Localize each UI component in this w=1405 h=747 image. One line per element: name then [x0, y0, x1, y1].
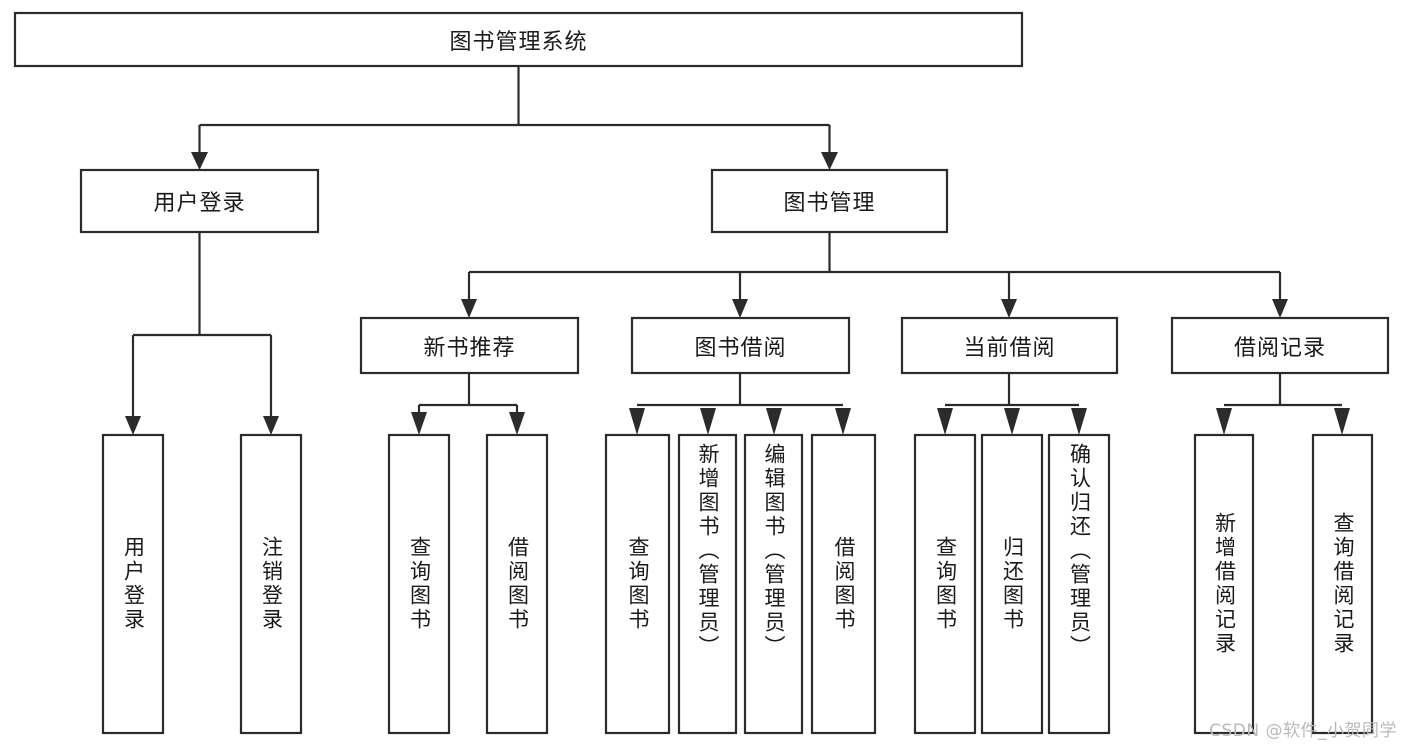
arrowhead-leaf-edit-book	[766, 408, 782, 435]
connector-group-user-login	[125, 232, 279, 435]
node-box-root[interactable]	[13, 11, 1024, 68]
connector-group-new-book-recommend	[411, 373, 525, 435]
node-box-book-management[interactable]	[710, 168, 949, 234]
arrowhead-new-book-recommend	[461, 299, 477, 318]
connector-group-book-management	[461, 232, 1288, 318]
node-box-leaf-borrow-book-rec[interactable]	[485, 433, 549, 735]
node-box-book-borrow[interactable]	[630, 316, 851, 375]
node-box-new-book-recommend[interactable]	[359, 316, 580, 375]
arrowhead-leaf-add-book	[700, 408, 716, 435]
node-box-leaf-add-book[interactable]	[677, 433, 738, 735]
arrowhead-leaf-query-book-current	[937, 408, 953, 435]
node-box-leaf-query-book-borrow[interactable]	[604, 433, 671, 735]
node-box-leaf-edit-book[interactable]	[743, 433, 804, 735]
arrowhead-leaf-return-book	[1004, 408, 1020, 435]
node-box-leaf-return-book[interactable]	[980, 433, 1044, 735]
arrowhead-leaf-query-book-borrow	[629, 408, 645, 435]
arrowhead-leaf-logout	[263, 416, 279, 435]
arrowhead-leaf-query-record	[1334, 408, 1350, 435]
arrowhead-leaf-user-login	[125, 416, 141, 435]
node-box-leaf-logout[interactable]	[239, 433, 303, 735]
arrowhead-current-borrow	[1001, 299, 1017, 318]
connector-group-book-borrow	[629, 373, 851, 435]
arrowhead-leaf-borrow-book	[835, 408, 851, 435]
arrowhead-borrow-record	[1272, 299, 1288, 318]
connector-group-borrow-record	[1216, 373, 1350, 435]
node-box-leaf-query-book-rec[interactable]	[387, 433, 451, 735]
connector-group-current-borrow	[937, 373, 1087, 435]
node-box-current-borrow[interactable]	[900, 316, 1119, 375]
connector-group-root	[191, 66, 838, 170]
arrowhead-leaf-confirm-return	[1071, 408, 1087, 435]
arrowhead-book-management	[821, 152, 838, 170]
node-box-user-login[interactable]	[79, 168, 320, 234]
node-box-leaf-add-record[interactable]	[1193, 433, 1255, 735]
node-box-leaf-query-book-current[interactable]	[913, 433, 977, 735]
arrowhead-leaf-add-record	[1216, 408, 1232, 435]
node-box-leaf-confirm-return[interactable]	[1047, 433, 1111, 735]
node-box-leaf-borrow-book[interactable]	[810, 433, 877, 735]
arrowhead-leaf-borrow-book-rec	[509, 412, 525, 435]
arrowhead-book-borrow	[732, 299, 748, 318]
arrowhead-user-login	[191, 152, 208, 170]
arrowhead-leaf-query-book-rec	[411, 412, 427, 435]
node-box-borrow-record[interactable]	[1170, 316, 1390, 375]
node-box-leaf-query-record[interactable]	[1311, 433, 1374, 735]
node-box-leaf-user-login[interactable]	[101, 433, 165, 735]
